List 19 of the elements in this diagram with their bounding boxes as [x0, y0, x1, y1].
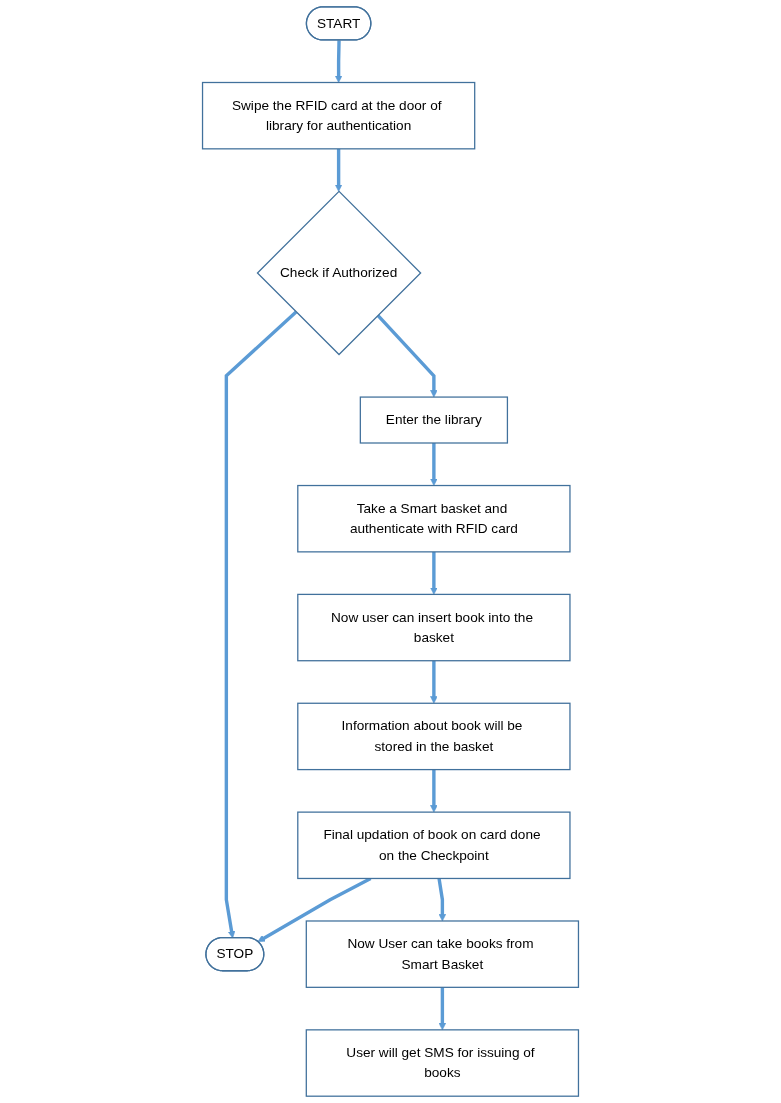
node-box: User will get SMS for issuing of books: [305, 1029, 580, 1097]
node-box: Final updation of book on card done on the Checkpoint: [297, 811, 571, 880]
arrow: [334, 148, 343, 192]
node-box: Now user can insert book into the basket: [297, 593, 571, 662]
node-box: Information about book will be stored in the basket: [297, 702, 571, 771]
node-box: Now User can take books from Smart Basket: [305, 920, 580, 988]
node-box: Take a Smart basket and authenticate with RFID card: [297, 484, 571, 553]
arrow: [334, 40, 343, 83]
node-diamond: Check if Authorized: [256, 190, 422, 356]
arrow: [224, 310, 298, 939]
arrow: [437, 878, 447, 922]
node-box: Swipe the RFID card at the door of library for authentication: [201, 81, 476, 150]
arrow: [438, 987, 447, 1031]
node-box: Enter the library: [359, 396, 509, 444]
arrow: [430, 769, 438, 813]
arrow: [430, 551, 438, 595]
arrow: [430, 660, 438, 704]
arrow: [376, 314, 438, 398]
arrow: [430, 443, 438, 486]
